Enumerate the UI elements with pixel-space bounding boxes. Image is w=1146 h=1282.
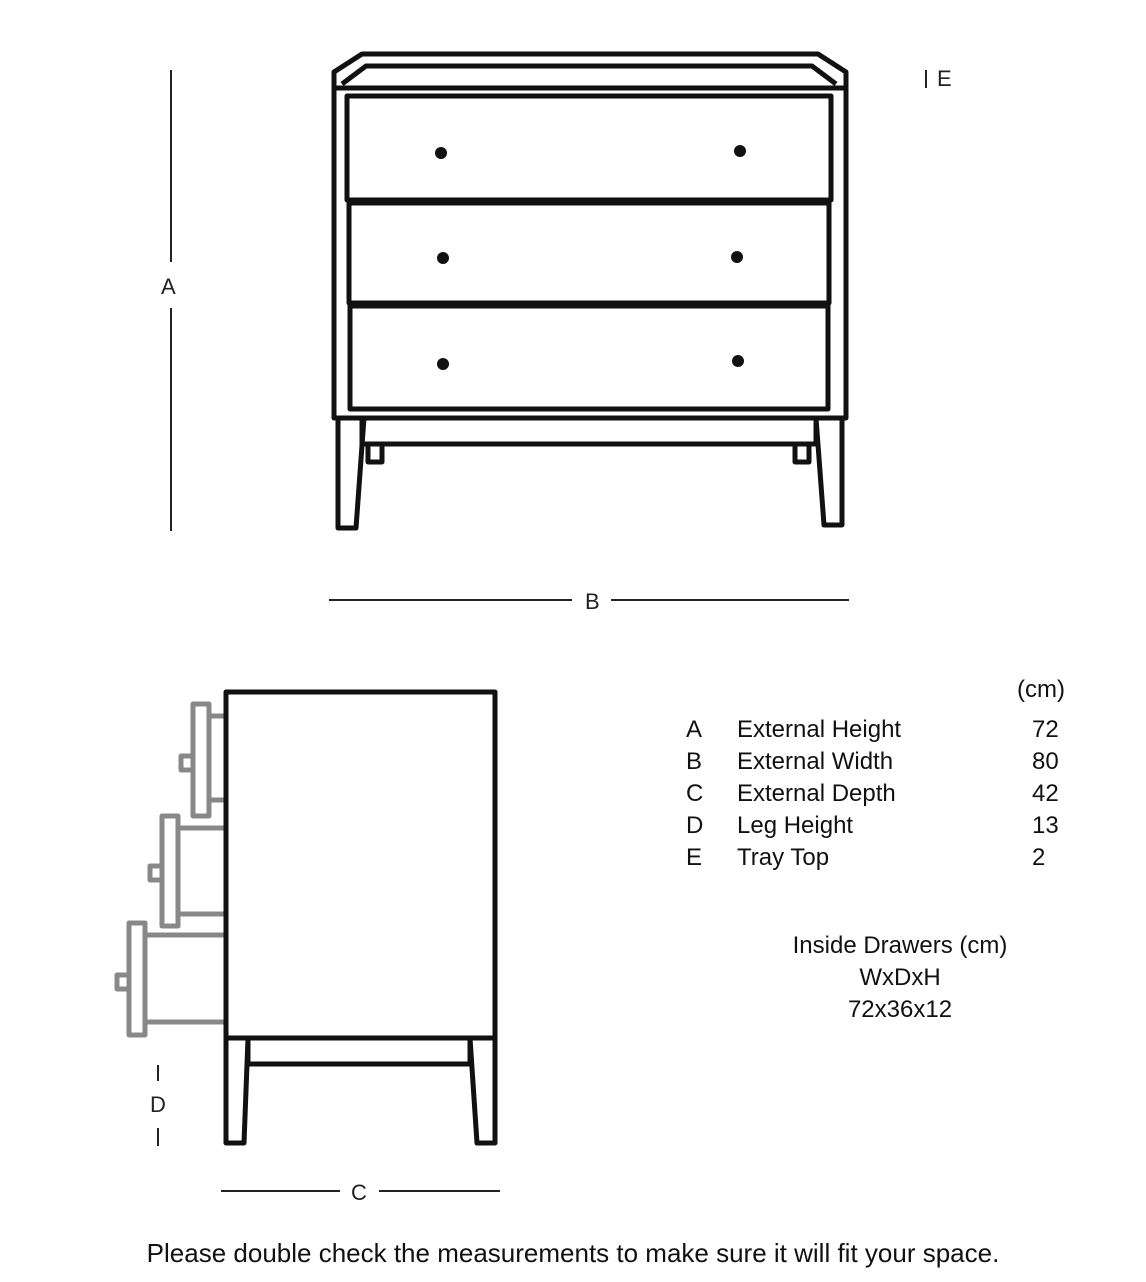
measurement-value: 2: [1032, 844, 1046, 871]
stretcher-block-left: [365, 441, 385, 465]
side-view-drawers-open: [114, 701, 226, 1038]
knob: [732, 355, 744, 367]
side-leg-left: [223, 1037, 251, 1146]
side-view-chest: [223, 689, 498, 1146]
front-knobs: [435, 145, 746, 370]
front-leg-right: [813, 417, 845, 528]
dimension-lines-front: [170, 70, 927, 601]
footer-note: Please double check the measurements to …: [146, 1238, 1000, 1268]
unit-header: (cm): [1017, 676, 1065, 703]
side-stretcher: [245, 1038, 473, 1067]
front-leg-left: [335, 417, 367, 531]
knob: [731, 251, 743, 263]
measurement-label: External Depth: [737, 780, 896, 807]
measurement-letter: B: [686, 748, 703, 775]
knob: [435, 147, 447, 159]
front-stretcher: [359, 418, 819, 447]
measurement-label: Tray Top: [737, 844, 830, 871]
measurement-value: 72: [1032, 716, 1059, 743]
tray-top: [331, 51, 849, 88]
side-drawer-box-1: [209, 713, 226, 803]
dim-label-c: C: [351, 1180, 367, 1205]
measurement-letter: C: [686, 780, 704, 807]
dim-label-b: B: [585, 589, 600, 614]
dim-label-a: A: [161, 274, 176, 299]
side-drawer-knob-2: [147, 863, 165, 883]
knob: [734, 145, 746, 157]
dim-label-e: E: [937, 66, 952, 91]
dim-label-d: D: [150, 1092, 166, 1117]
knob: [437, 252, 449, 264]
measurement-label: External Height: [737, 716, 902, 743]
front-drawer-3: [347, 303, 831, 412]
front-view-chest: [331, 51, 849, 531]
measurement-letter: E: [686, 844, 703, 871]
front-drawer-1: [344, 93, 834, 203]
side-drawer-knob-1: [178, 753, 196, 773]
measurement-letter: D: [686, 812, 704, 839]
measurement-letter: A: [686, 716, 703, 743]
side-drawer-box-2: [178, 825, 226, 917]
front-carcass: [331, 85, 849, 421]
side-leg-right: [467, 1037, 498, 1146]
measurement-label: Leg Height: [737, 812, 854, 839]
front-drawer-2: [346, 200, 832, 306]
stretcher-block-right: [792, 441, 812, 465]
measurement-label: External Width: [737, 748, 894, 775]
measurement-value: 80: [1032, 748, 1059, 775]
knob: [437, 358, 449, 370]
dimension-lines-side: [157, 1065, 500, 1192]
inside-drawers-format: WxDxH: [859, 964, 941, 991]
inside-drawers-title: Inside Drawers (cm): [792, 932, 1008, 959]
inside-drawers-value: 72x36x12: [847, 996, 953, 1023]
measurement-value: 13: [1032, 812, 1059, 839]
side-drawer-knob-3: [114, 972, 132, 992]
side-carcass: [223, 689, 498, 1041]
measurement-value: 42: [1032, 780, 1059, 807]
inside-drawers-info: Inside Drawers (cm) WxDxH 72x36x12: [760, 930, 1040, 1026]
side-drawer-box-3: [145, 932, 226, 1025]
tray-inner: [340, 63, 838, 86]
